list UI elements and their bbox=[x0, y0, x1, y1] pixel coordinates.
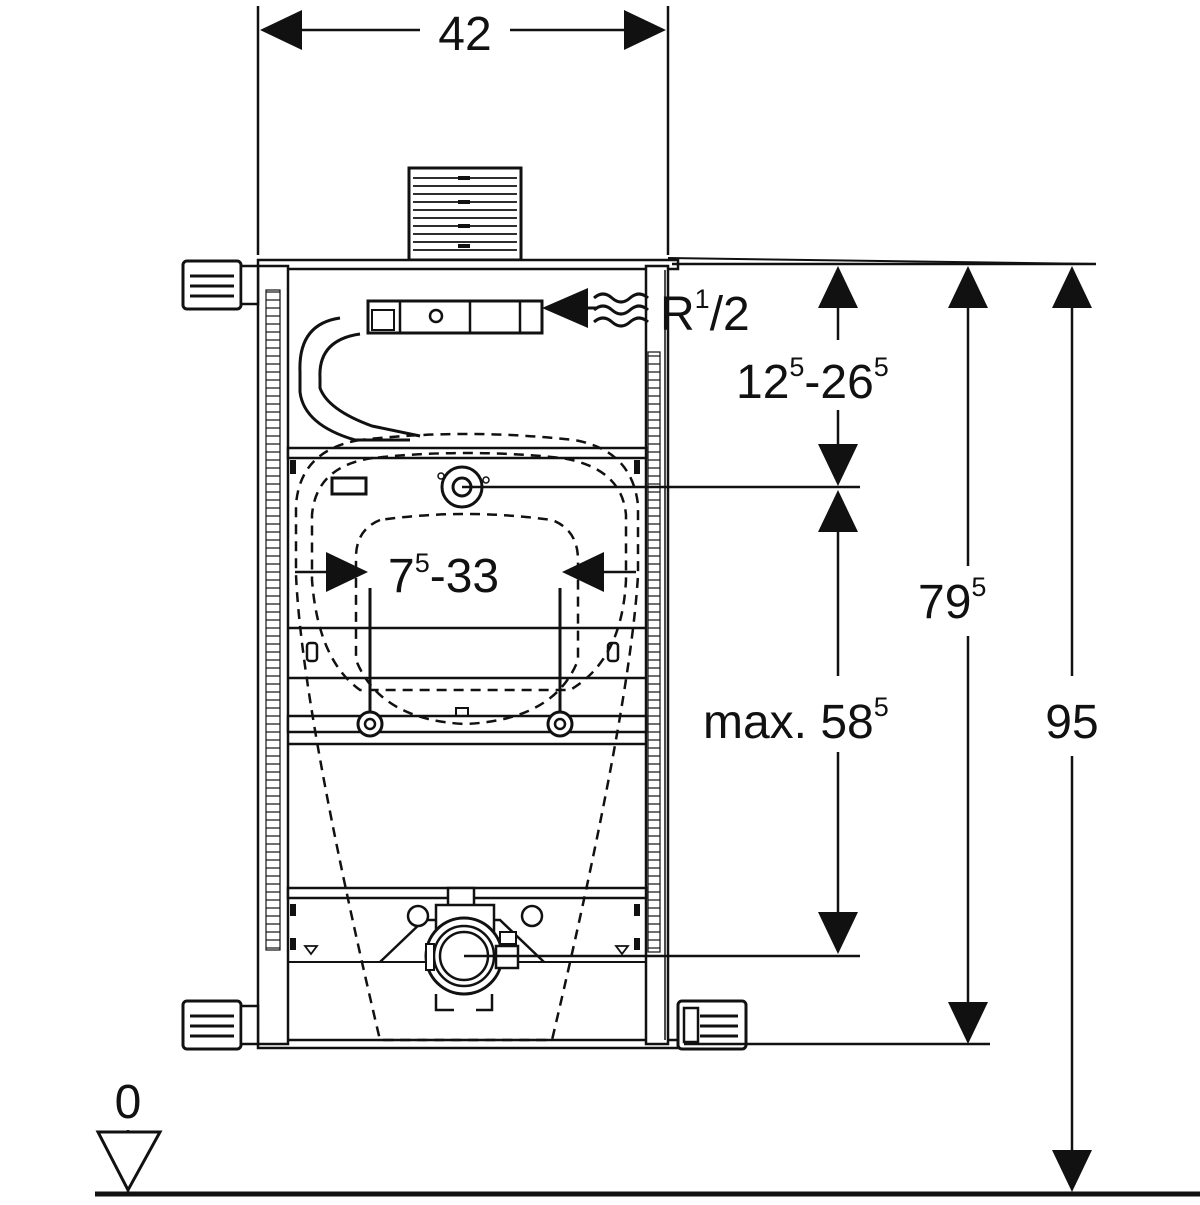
bolt-spacing-dimension: 75-33 bbox=[295, 548, 636, 603]
arrowhead-up bbox=[1052, 266, 1092, 308]
frame-width-label: 42 bbox=[438, 8, 491, 61]
drain-outlet bbox=[379, 886, 860, 1012]
installation-frame bbox=[256, 257, 1097, 1050]
level-triangle-icon bbox=[95, 1130, 163, 1194]
inlet-range-label: 125-265 bbox=[736, 352, 889, 409]
floor-level-marker: 0 bbox=[95, 1076, 1200, 1197]
inlet-arrowhead bbox=[542, 288, 588, 328]
drain-height-dimension: max. 585 bbox=[703, 490, 889, 954]
fixing-bolts bbox=[356, 588, 574, 738]
arrowhead-right bbox=[624, 10, 666, 50]
urinal-bowl-outline bbox=[294, 432, 640, 1042]
bolt-spacing-label: 75-33 bbox=[388, 548, 499, 603]
flush-box bbox=[407, 166, 523, 262]
arrowhead-left bbox=[260, 10, 302, 50]
drain-height-label: max. 585 bbox=[703, 692, 889, 749]
water-inlet-indicator: R1/2 bbox=[542, 284, 750, 341]
arrowhead-down bbox=[1052, 1150, 1092, 1192]
arrowhead-right bbox=[326, 552, 368, 592]
arrowhead-up bbox=[818, 490, 858, 532]
arrowhead-up bbox=[948, 266, 988, 308]
arrowhead-down bbox=[818, 444, 858, 486]
inlet-height-dimension: 125-265 bbox=[736, 266, 889, 486]
floor-level-label: 0 bbox=[115, 1076, 142, 1129]
foot-bottom-left bbox=[181, 999, 260, 1051]
water-wave-icon bbox=[593, 292, 649, 328]
supply-valve bbox=[298, 299, 544, 442]
frame-height-dimension: 795 bbox=[684, 266, 990, 1046]
water-connection-label: R1/2 bbox=[660, 284, 750, 341]
width-dimension: 42 bbox=[256, 6, 670, 255]
arrowhead-down bbox=[948, 1002, 988, 1044]
frame-height-label: 795 bbox=[918, 572, 986, 629]
arrowhead-down bbox=[818, 912, 858, 954]
arrowhead-up bbox=[818, 266, 858, 308]
foot-bottom-right bbox=[676, 999, 748, 1051]
frame-feet bbox=[181, 259, 748, 1051]
total-height-label: 95 bbox=[1045, 696, 1098, 749]
arrowhead-left bbox=[562, 552, 604, 592]
total-height-dimension: 95 bbox=[1045, 266, 1099, 1192]
flush-connection bbox=[437, 465, 860, 509]
foot-top-left bbox=[181, 259, 260, 311]
